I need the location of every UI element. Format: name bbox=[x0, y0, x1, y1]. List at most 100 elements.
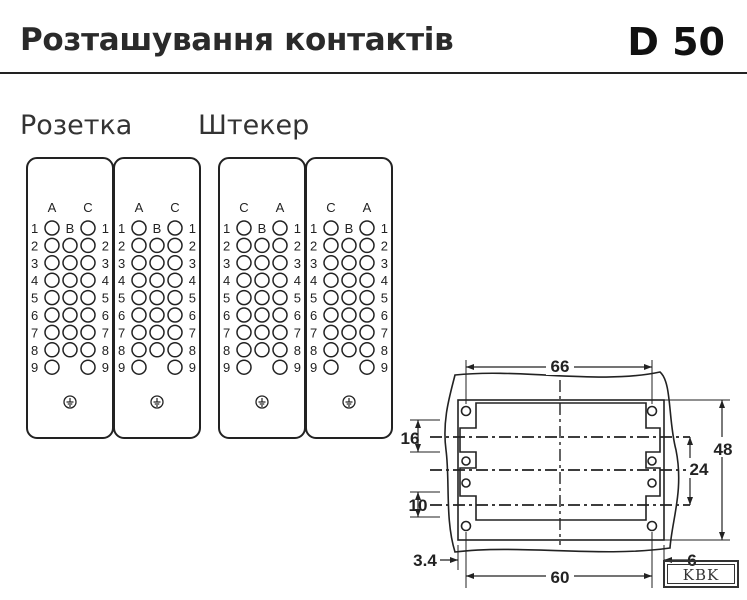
inner-cutout bbox=[459, 402, 661, 521]
contact-pin bbox=[167, 307, 183, 323]
row-number: 6 bbox=[223, 308, 230, 323]
column-letter-b: B bbox=[153, 221, 162, 236]
contact-pin bbox=[272, 307, 288, 323]
contact-pin bbox=[254, 237, 270, 254]
dimension-left-upper: 16 bbox=[401, 429, 420, 448]
contact-pin bbox=[323, 342, 339, 358]
row-number: 1 bbox=[223, 221, 230, 236]
contact-pin bbox=[341, 255, 357, 271]
mounting-hole bbox=[460, 520, 472, 532]
contact-pin bbox=[236, 359, 252, 375]
contact-pin bbox=[272, 237, 288, 254]
row-number: 5 bbox=[381, 291, 388, 306]
column-letter: A bbox=[135, 200, 144, 215]
row-number: 9 bbox=[381, 360, 388, 375]
arrowhead bbox=[466, 364, 474, 370]
contact-pin bbox=[167, 272, 183, 288]
row-number: 1 bbox=[102, 221, 109, 236]
arrowhead bbox=[687, 497, 693, 505]
contact-pin bbox=[80, 359, 96, 375]
contact-pin bbox=[341, 307, 357, 323]
dimension-left-lower: 10 bbox=[409, 496, 428, 515]
contact-pin bbox=[254, 272, 270, 288]
row-number: 6 bbox=[381, 308, 388, 323]
row-number: 3 bbox=[118, 256, 125, 271]
arrowhead bbox=[415, 444, 421, 452]
ground-icon bbox=[342, 395, 356, 409]
row-number: 5 bbox=[189, 291, 196, 306]
contact-pin bbox=[236, 289, 252, 306]
arrowhead bbox=[719, 532, 725, 540]
contact-pin bbox=[44, 342, 60, 358]
contact-pin bbox=[44, 289, 60, 306]
row-number: 8 bbox=[294, 343, 301, 358]
arrowhead bbox=[450, 557, 458, 563]
row-number: 7 bbox=[102, 325, 109, 340]
contact-pin bbox=[323, 307, 339, 323]
row-number: 9 bbox=[189, 360, 196, 375]
row-number: 9 bbox=[223, 360, 230, 375]
contact-pin bbox=[131, 342, 147, 358]
contact-pin bbox=[80, 272, 96, 288]
column-letter: C bbox=[326, 200, 335, 215]
contact-pin bbox=[131, 359, 147, 375]
contact-pin bbox=[254, 289, 270, 306]
contact-pin bbox=[44, 324, 60, 341]
mounting-hole bbox=[646, 520, 658, 532]
contact-pin bbox=[131, 272, 147, 288]
row-number: 8 bbox=[310, 343, 317, 358]
row-number: 2 bbox=[118, 238, 125, 253]
contact-pin bbox=[236, 307, 252, 323]
contact-pin bbox=[341, 289, 357, 306]
contact-pin bbox=[131, 289, 147, 306]
row-number: 6 bbox=[189, 308, 196, 323]
contact-pin bbox=[44, 272, 60, 288]
dimension-left-offset: 3.4 bbox=[413, 551, 437, 570]
contact-pin bbox=[131, 237, 147, 254]
mounting-hole bbox=[460, 405, 472, 417]
dimension-inner-height: 24 bbox=[690, 460, 709, 479]
contact-pin bbox=[254, 324, 270, 341]
contact-pin bbox=[341, 324, 357, 341]
column-letter-b: B bbox=[258, 221, 267, 236]
contact-pin bbox=[149, 342, 165, 358]
ground-icon bbox=[255, 395, 269, 409]
contact-pin bbox=[80, 342, 96, 358]
row-number: 7 bbox=[294, 325, 301, 340]
contact-pin bbox=[272, 342, 288, 358]
row-number: 1 bbox=[294, 221, 301, 236]
contact-pin bbox=[272, 255, 288, 271]
contact-pin bbox=[359, 220, 375, 236]
column-letter: C bbox=[239, 200, 248, 215]
row-number: 9 bbox=[310, 360, 317, 375]
row-number: 5 bbox=[223, 291, 230, 306]
contact-pin bbox=[131, 255, 147, 271]
row-number: 7 bbox=[31, 325, 38, 340]
row-number: 3 bbox=[310, 256, 317, 271]
column-letter-b: B bbox=[345, 221, 354, 236]
column-letter: A bbox=[48, 200, 57, 215]
contact-pin bbox=[149, 324, 165, 341]
page-title: Розташування контактів bbox=[20, 22, 454, 58]
plug-label: Штекер bbox=[198, 110, 310, 141]
contact-pin bbox=[131, 220, 147, 236]
row-number: 9 bbox=[31, 360, 38, 375]
contact-pin bbox=[236, 272, 252, 288]
contact-pin bbox=[44, 307, 60, 323]
contact-pin bbox=[254, 255, 270, 271]
column-letter: C bbox=[170, 200, 179, 215]
row-number: 5 bbox=[310, 291, 317, 306]
row-number: 5 bbox=[294, 291, 301, 306]
ground-icon bbox=[150, 395, 164, 409]
contact-pin bbox=[323, 237, 339, 254]
contact-pin bbox=[62, 255, 78, 271]
contact-pin bbox=[272, 289, 288, 306]
row-number: 8 bbox=[118, 343, 125, 358]
row-number: 3 bbox=[102, 256, 109, 271]
row-number: 4 bbox=[118, 273, 125, 288]
contact-pin bbox=[80, 324, 96, 341]
dimension-label-bg bbox=[546, 566, 574, 586]
